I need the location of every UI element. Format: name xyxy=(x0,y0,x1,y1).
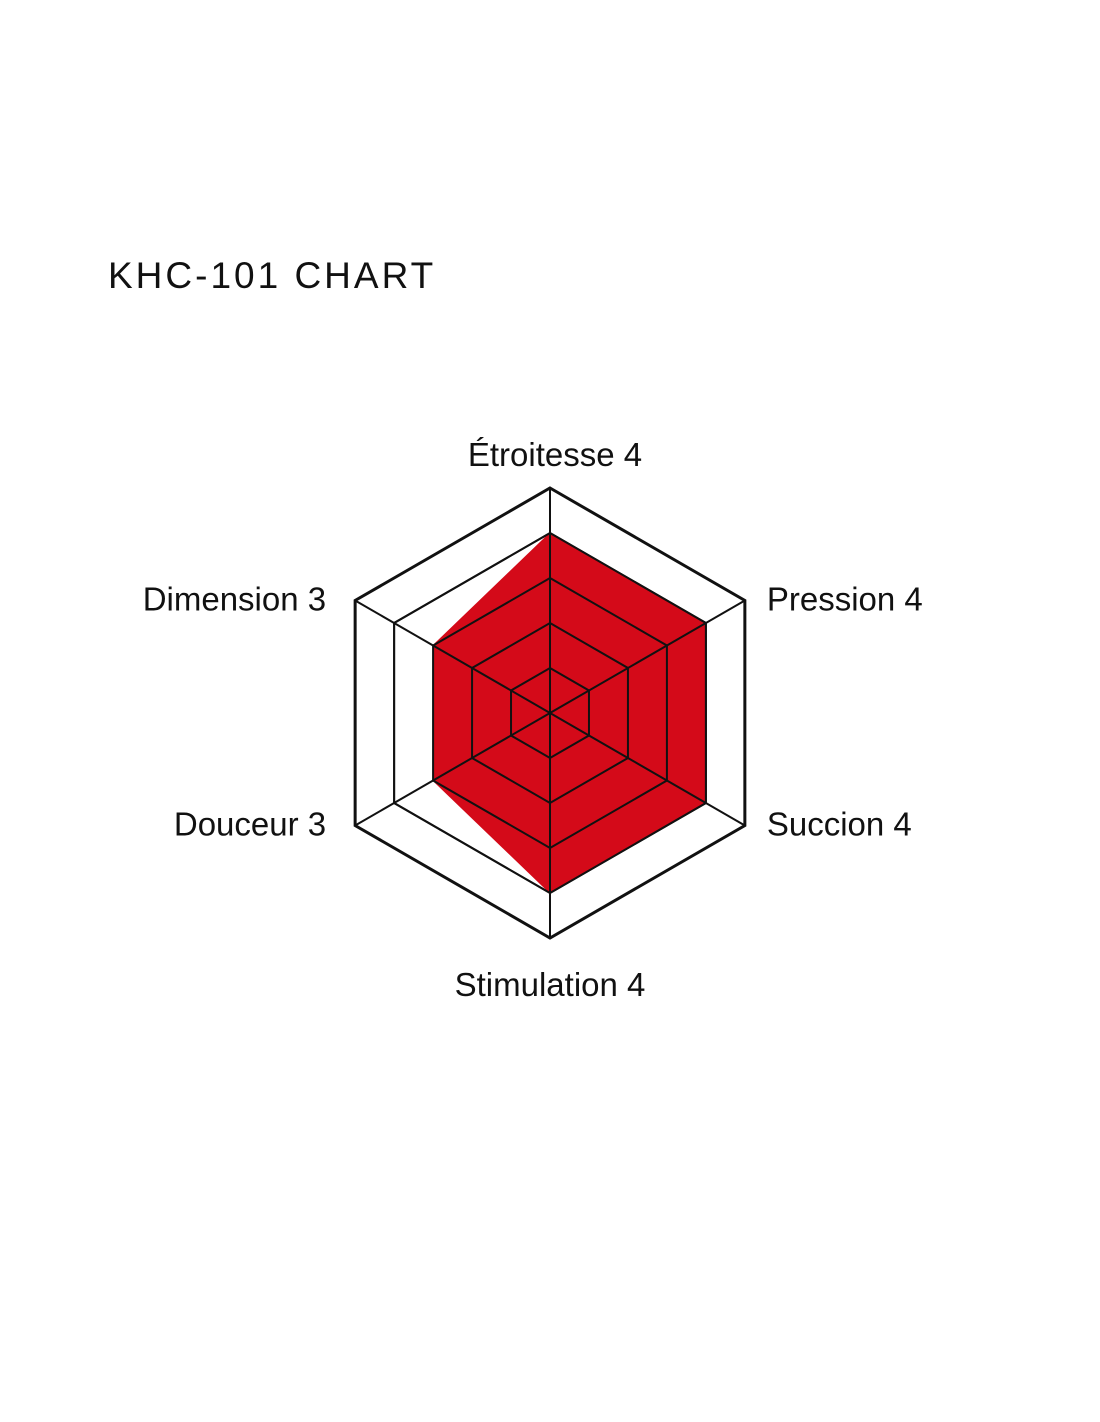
axis-label-dimension: Dimension 3 xyxy=(143,581,326,618)
radar-spoke-5 xyxy=(354,599,551,714)
radar-spoke-1 xyxy=(549,599,746,714)
radar-labels: Étroitesse 4 Pression 4 Succion 4 Stimulati… xyxy=(143,436,923,1003)
axis-label-stimulation: Stimulation 4 xyxy=(455,966,646,1003)
radar-spoke-4 xyxy=(354,712,551,827)
radar-spoke-2 xyxy=(549,712,746,827)
axis-label-douceur: Douceur 3 xyxy=(174,806,326,843)
axis-label-pression: Pression 4 xyxy=(767,581,923,618)
axis-label-succion: Succion 4 xyxy=(767,806,912,843)
radar-spokes xyxy=(354,488,746,938)
axis-label-troitesse: Étroitesse 4 xyxy=(468,436,642,473)
chart-title: KHC-101 CHART xyxy=(108,255,437,296)
